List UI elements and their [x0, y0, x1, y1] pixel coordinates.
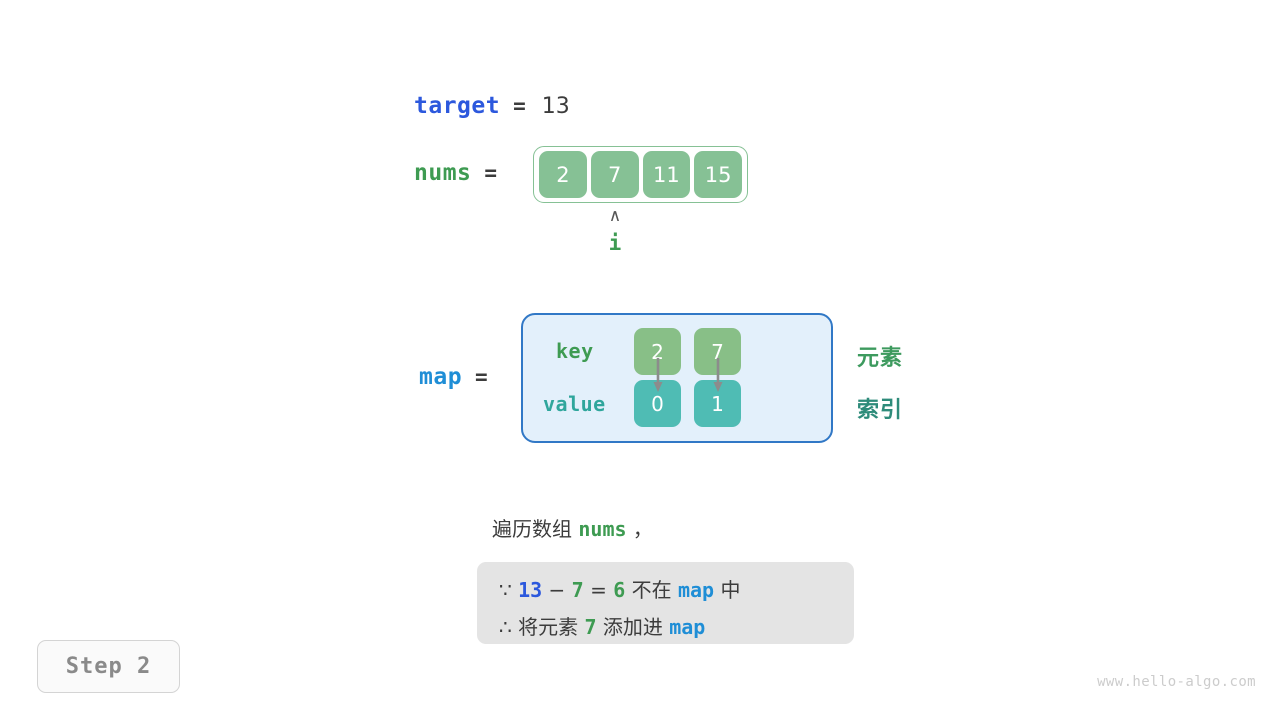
pointer-caret-icon: ∧ [608, 206, 622, 226]
map-equals-sign: = [475, 365, 488, 389]
nums-variable-label: nums [414, 160, 472, 186]
caption-text: 遍历数组 nums ， [492, 513, 653, 542]
array-cell: 7 [590, 151, 639, 198]
nums-array: 2 7 11 15 [533, 146, 748, 203]
map-key-cell: 2 [634, 328, 681, 375]
map-key-cell: 7 [694, 328, 741, 375]
map-index-side-label: 索引 [857, 398, 904, 423]
explanation-not-in-text: 不在 [631, 578, 672, 602]
map-variable-label: map [419, 364, 463, 390]
therefore-symbol-icon: ∴ [499, 615, 512, 639]
target-variable-label: target [414, 93, 501, 119]
explanation-line-1: ∵ 13 − 7 = 6 不在 map 中 [499, 572, 832, 609]
caption-prefix: 遍历数组 [492, 517, 572, 541]
minus-operator: − [548, 578, 566, 602]
target-value: 13 [541, 94, 570, 119]
map-value-cell: 0 [634, 380, 681, 427]
pointer-index-label: i [608, 231, 622, 255]
explanation-result: 6 [613, 578, 626, 602]
explanation-line-2: ∴ 将元素 7 添加进 map [499, 609, 832, 646]
array-cell: 11 [642, 151, 691, 198]
map-value-cell: 1 [694, 380, 741, 427]
explanation-operand-current: 7 [571, 578, 584, 602]
explanation-box: ∵ 13 − 7 = 6 不在 map 中 ∴ 将元素 7 添加进 map [477, 562, 854, 644]
nums-equals-sign: = [484, 161, 498, 185]
explanation-add-prefix: 将元素 [518, 615, 579, 639]
watermark: www.hello-algo.com [1097, 674, 1256, 690]
map-element-side-label: 元素 [857, 346, 904, 371]
target-declaration: target = 13 [414, 93, 570, 119]
nums-declaration: nums = [414, 160, 497, 186]
equals-operator: = [590, 578, 607, 602]
map-key-row-label: key [556, 339, 594, 363]
map-value-row-label: value [543, 392, 606, 416]
step-badge: Step 2 [37, 640, 180, 693]
array-cell: 2 [539, 151, 587, 198]
array-cell: 15 [694, 151, 742, 198]
explanation-line1-end: 中 [720, 578, 741, 602]
caption-suffix: ， [632, 517, 653, 541]
map-declaration: map = [419, 364, 488, 390]
caption-code-nums: nums [578, 517, 627, 541]
explanation-map-ref: map [669, 615, 706, 639]
explanation-map-ref: map [677, 578, 715, 602]
target-equals-sign: = [513, 94, 526, 118]
because-symbol-icon: ∵ [499, 578, 512, 602]
explanation-operand-target: 13 [518, 578, 543, 602]
explanation-add-mid: 添加进 [602, 615, 663, 639]
explanation-added-element: 7 [584, 615, 597, 639]
